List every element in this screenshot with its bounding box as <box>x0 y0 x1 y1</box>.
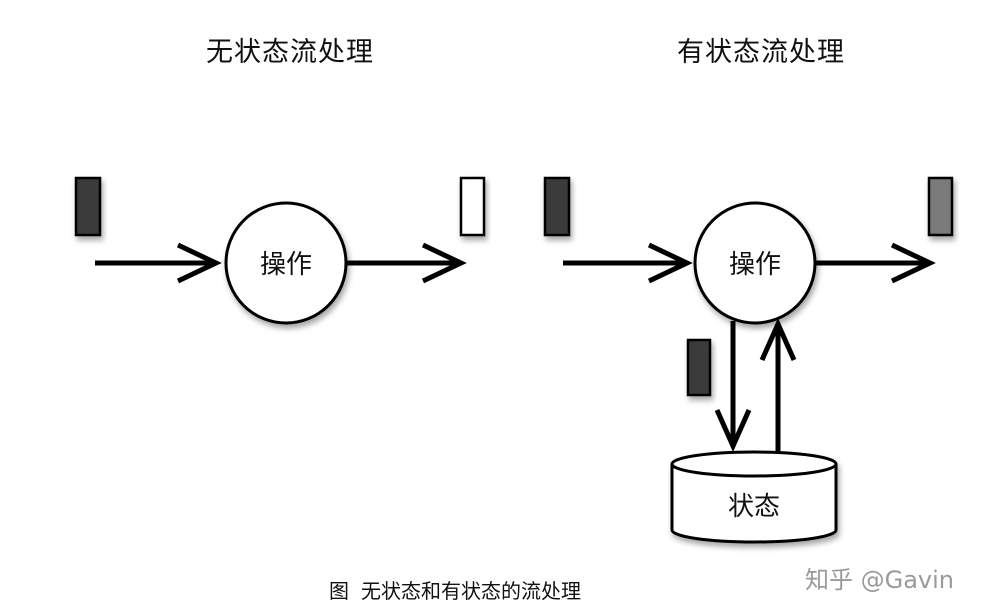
stateless-operator-label: 操作 <box>260 250 312 280</box>
stateless-operator-circle <box>224 201 348 325</box>
state-update-event <box>686 338 712 397</box>
input-event-dark <box>74 176 102 237</box>
output-event-light <box>459 176 486 237</box>
figure-caption: 图无状态和有状态的流处理 <box>329 575 581 604</box>
output-arrow <box>816 242 936 284</box>
state-store-cylinder <box>670 450 838 544</box>
write-state-arrow <box>714 321 752 453</box>
output-arrow <box>347 242 467 284</box>
output-event-gray <box>927 176 954 237</box>
stateful-operator-circle <box>693 201 817 325</box>
watermark: 知乎 @Gavin <box>805 566 955 594</box>
read-state-arrow <box>759 317 797 452</box>
state-store-label: 状态 <box>728 492 780 522</box>
input-arrow <box>95 242 222 284</box>
stateful-operator-label: 操作 <box>729 250 781 280</box>
input-event-dark <box>543 176 571 237</box>
stateful-title: 有状态流处理 <box>677 37 845 68</box>
stateless-title: 无状态流处理 <box>206 37 374 68</box>
caption-prefix: 图 <box>329 579 349 603</box>
caption-text: 无状态和有状态的流处理 <box>361 579 581 603</box>
input-arrow <box>563 242 693 284</box>
